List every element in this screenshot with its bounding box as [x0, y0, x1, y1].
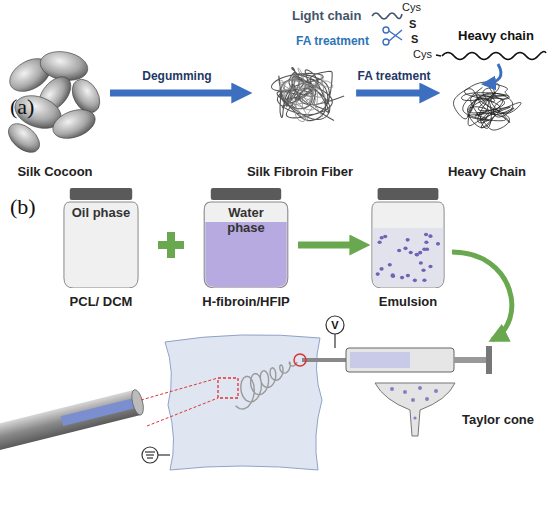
panel-letter: (a)	[10, 94, 34, 120]
scissors-icon	[383, 27, 402, 45]
fiber-strands	[271, 68, 344, 121]
collector-fiber	[0, 389, 146, 452]
process-arrow	[356, 90, 432, 97]
fiber-strands	[454, 82, 521, 130]
caption: PCL/ DCM	[70, 294, 133, 309]
caption: Silk Cocoon	[17, 164, 92, 179]
plus-sign	[158, 232, 184, 258]
caption: H-fibroin/HFIP	[202, 294, 289, 309]
voltage-symbol: V	[331, 319, 338, 331]
atom-name: S	[409, 18, 416, 30]
phase-name: Oil phase	[62, 206, 140, 221]
treatment-note: FA treatment	[296, 34, 369, 48]
process-stage: Silk Fibroin Fiber	[244, 62, 356, 180]
syringe	[294, 316, 492, 374]
part-name: Taylor cone	[462, 412, 534, 427]
sample-jar: Oil phasePCL/ DCM	[62, 188, 140, 288]
sample-jar: Emulsion	[370, 188, 446, 288]
ground-symbol	[142, 447, 170, 463]
caption: Silk Fibroin Fiber	[247, 164, 353, 179]
caption: Emulsion	[379, 294, 438, 309]
fiber-tangles	[271, 68, 521, 130]
zoom-frame	[218, 378, 238, 398]
fiber-strands	[279, 68, 333, 122]
jar-outline	[370, 188, 446, 288]
fiber-jet	[236, 362, 298, 409]
residue-name: Cys	[402, 1, 421, 13]
process-arrow	[110, 90, 244, 97]
residue-name: Cys	[413, 48, 432, 60]
jar-outline	[202, 188, 290, 288]
process-arrow	[298, 242, 362, 249]
step-label: Degumming	[140, 69, 213, 83]
feed-arrow	[452, 252, 512, 340]
chain-name: Heavy chain	[458, 28, 534, 43]
atom-name: S	[411, 33, 418, 45]
panel-letter: (b)	[10, 194, 36, 220]
process-stage: Silk Cocoon	[0, 62, 110, 180]
collector-sheet	[165, 335, 322, 470]
jar-outline	[62, 188, 140, 288]
silk-cocoons	[3, 48, 105, 158]
taylor-cone	[375, 383, 455, 436]
caption: Heavy Chain	[448, 164, 526, 179]
step-label: FA treatment	[356, 69, 433, 83]
phase-name: Water phase	[202, 206, 290, 236]
chain-name: Light chain	[292, 8, 361, 23]
sample-jar: Water phaseH-fibroin/HFIP	[202, 188, 290, 288]
jet-spiral	[236, 362, 298, 409]
process-stage: Heavy Chain	[432, 62, 542, 180]
